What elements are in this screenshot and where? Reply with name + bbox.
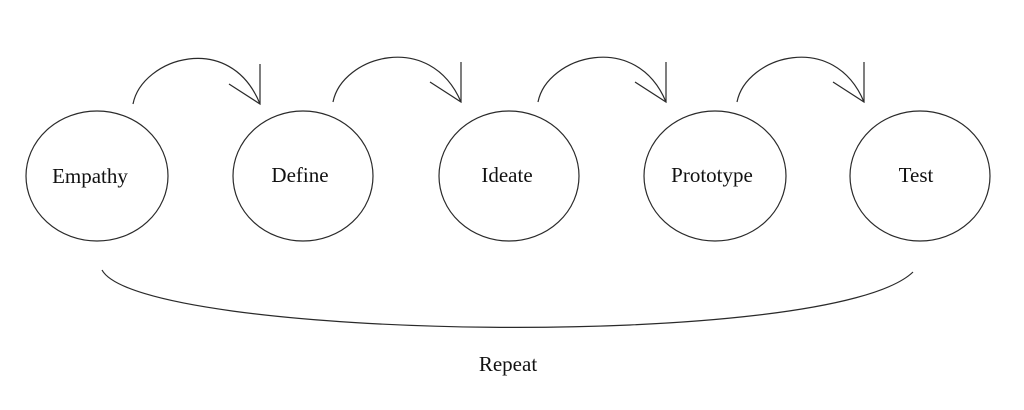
repeat-loop: Repeat [101,269,914,376]
arrow-empathy-to-define [132,57,261,106]
stage-label: Prototype [671,163,753,187]
stage-ideate: Ideate [438,110,580,242]
stage-define: Define [232,110,374,242]
arrow-arc [736,56,865,103]
stage-circle [438,110,580,242]
stage-circle [643,110,787,242]
stage-label: Define [271,163,328,187]
stage-label: Empathy [52,164,128,188]
arrow-arc [332,56,462,103]
arrow-head [634,62,667,104]
arrow-arc [132,57,261,105]
stage-label: Test [899,163,934,187]
arrow-arc [537,56,667,103]
stage-test: Test [849,110,991,242]
stage-circle [25,110,169,242]
arrow-head [832,62,865,104]
arrow-define-to-ideate [332,56,462,104]
stage-circle [849,110,991,242]
stage-label: Ideate [481,163,532,187]
repeat-label: Repeat [479,352,537,376]
arrow-head [228,64,261,106]
arrow-ideate-to-prototype [537,56,667,104]
arrow-head [429,62,462,104]
stage-empathy: Empathy [25,110,169,242]
repeat-loop-curve [101,269,914,328]
stage-prototype: Prototype [643,110,787,242]
arrow-prototype-to-test [736,56,865,104]
forward-arrows [132,56,865,106]
stage-circle [232,110,374,242]
